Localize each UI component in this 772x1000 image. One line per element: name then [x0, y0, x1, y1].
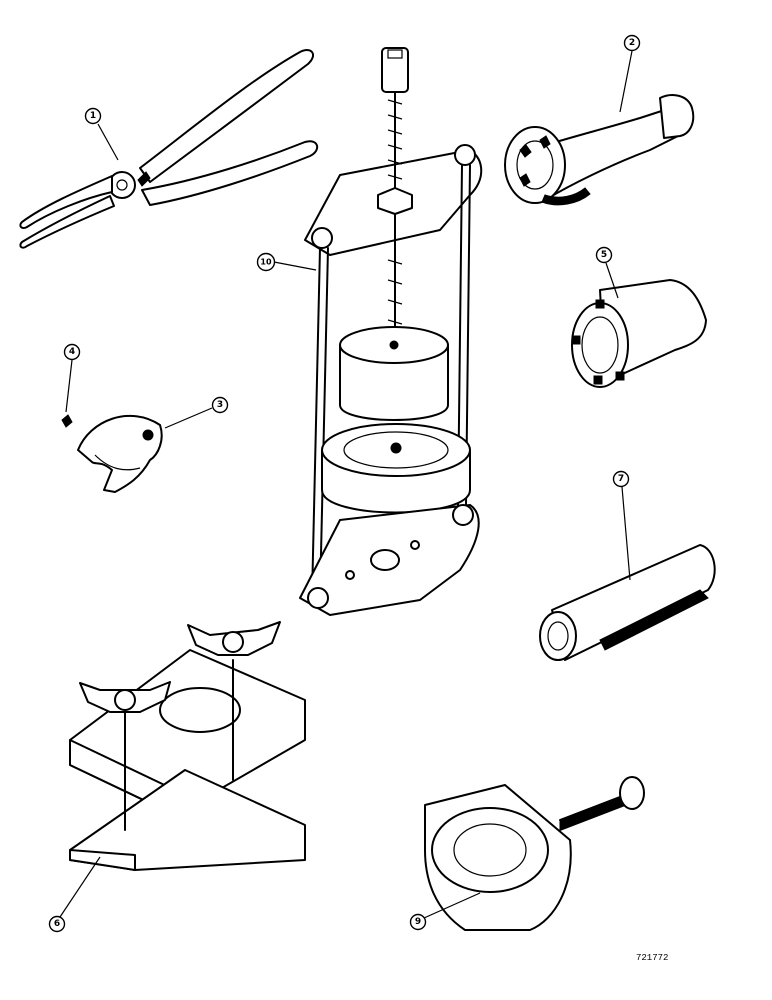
sleeve-tube — [539, 544, 716, 661]
forked-retainer — [61, 414, 163, 493]
callout-10-label: 10 — [260, 258, 272, 267]
callout-1-label: 1 — [90, 111, 96, 121]
callout-4: 4 — [63, 343, 81, 413]
callout-10: 10 — [256, 252, 317, 272]
callout-6: 6 — [48, 856, 101, 933]
wing-nut-clamp — [69, 621, 306, 871]
callout-3-label: 3 — [217, 400, 223, 410]
cup-puller — [424, 776, 645, 931]
callout-2: 2 — [619, 34, 641, 113]
snap-ring-pliers — [19, 49, 319, 249]
callout-5-label: 5 — [601, 250, 607, 260]
callout-9-label: 9 — [415, 917, 421, 927]
callout-2-label: 2 — [629, 38, 635, 48]
drawing-code: 721772 — [636, 953, 668, 963]
callout-6-label: 6 — [54, 919, 60, 929]
callout-9: 9 — [409, 892, 481, 931]
spanner-socket — [571, 279, 707, 388]
callout-7-label: 7 — [618, 474, 624, 484]
callout-1: 1 — [84, 107, 119, 161]
callout-4-label: 4 — [69, 347, 75, 357]
callout-3: 3 — [164, 396, 229, 429]
callout-7: 7 — [612, 470, 631, 581]
callout-5: 5 — [595, 246, 619, 299]
socket-wrench — [504, 94, 695, 206]
press-puller — [299, 47, 483, 616]
